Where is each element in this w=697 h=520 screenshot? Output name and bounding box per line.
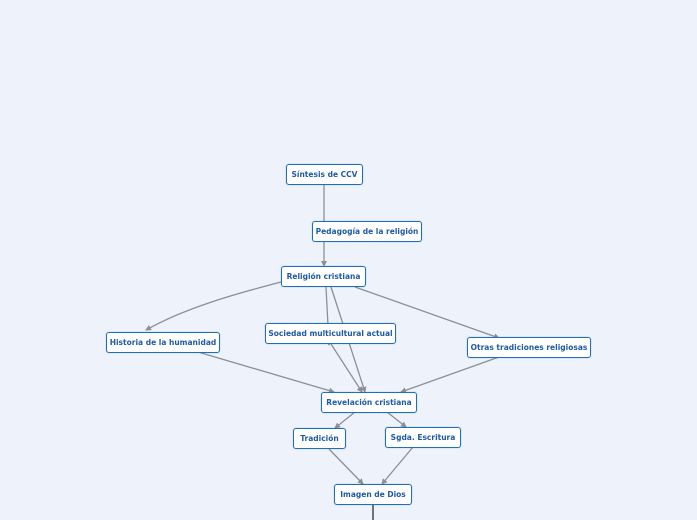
node-pedagogia-religion[interactable]: Pedagogía de la religión (312, 221, 422, 242)
edge-escritura-imagen (381, 446, 414, 485)
node-otras-tradiciones[interactable]: Otras tradiciones religiosas (467, 337, 591, 358)
edge-revelacion-tradicion (334, 411, 356, 429)
node-religion-cristiana[interactable]: Religión cristiana (281, 266, 366, 287)
node-imagen-dios[interactable]: Imagen de Dios (334, 484, 412, 505)
node-revelacion-cristiana[interactable]: Revelación cristiana (321, 392, 417, 413)
edge-religion-otras (354, 286, 500, 340)
edge-otras-revelacion (400, 356, 500, 394)
edge-tradicion-imagen (328, 448, 364, 485)
node-sintesis-ccv[interactable]: Síntesis de CCV (286, 164, 363, 185)
node-tradicion[interactable]: Tradición (293, 428, 346, 449)
node-historia-humanidad[interactable]: Historia de la humanidad (106, 332, 220, 353)
edge-historia-revelacion (197, 351, 335, 394)
edge-revelacion-escritura (386, 411, 407, 428)
node-sociedad-multicultural[interactable]: Sociedad multicultural actual (265, 323, 396, 344)
edge-religion-historia (145, 281, 282, 331)
node-sgda-escritura[interactable]: Sgda. Escritura (385, 427, 461, 448)
edge-sociedad-revelacion (330, 343, 363, 393)
